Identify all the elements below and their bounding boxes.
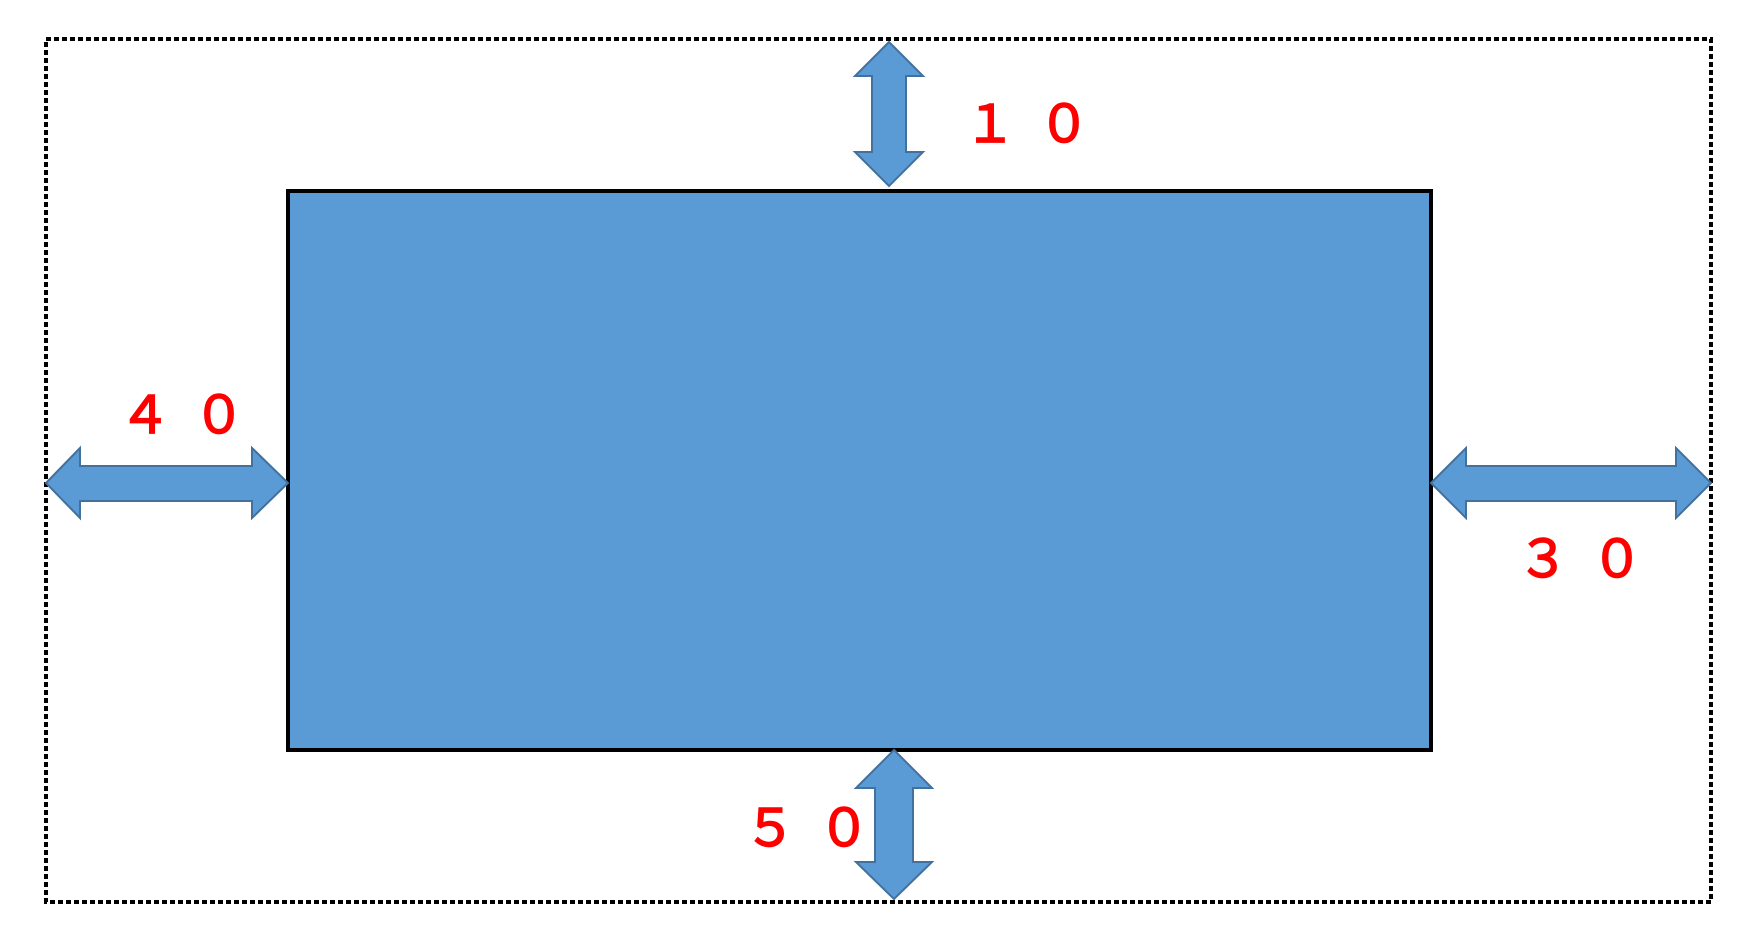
top-margin-label: １０ <box>964 95 1112 155</box>
bottom-margin-arrow <box>853 748 935 901</box>
top-margin-arrow <box>852 40 926 188</box>
outer-boundary <box>44 37 1713 904</box>
left-margin-label: ４０ <box>119 386 267 446</box>
right-margin-arrow <box>1429 445 1713 521</box>
right-margin-label: ３０ <box>1517 530 1665 590</box>
left-margin-arrow <box>44 445 290 521</box>
content-box <box>286 189 1433 752</box>
bottom-margin-label: ５０ <box>744 799 892 859</box>
